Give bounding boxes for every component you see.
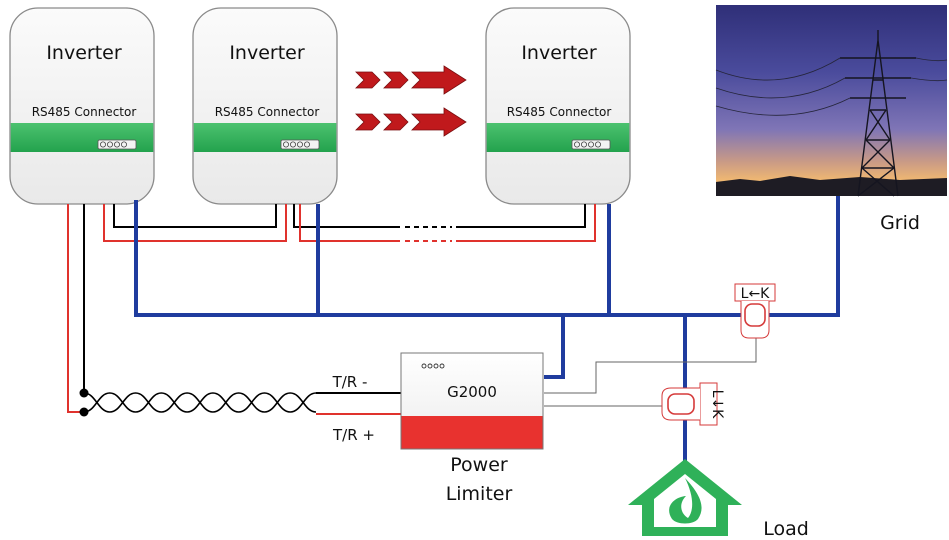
chevron-right-icon [355, 71, 381, 89]
terminal-block [97, 139, 137, 150]
chevron-right-icon [383, 71, 409, 89]
grid-photo [715, 5, 948, 197]
tr-minus-label: T/R - [332, 373, 368, 391]
ct-signal-wires [544, 338, 757, 407]
power-limiter-meter: G2000 [400, 352, 544, 450]
tr-plus-label: T/R + [332, 426, 375, 444]
rs485-wires [67, 204, 596, 413]
meter-model: G2000 [447, 383, 497, 401]
arrow-right-icon [411, 65, 467, 95]
ct-clamp-label: L←K [741, 286, 771, 302]
power-lines [715, 57, 948, 116]
ct-clamp-label: L↓K [709, 390, 725, 420]
ct-clamp-grid: L←K [734, 283, 776, 339]
load-house-icon [628, 459, 742, 536]
connector-label: RS485 Connector [507, 105, 612, 119]
transmission-tower-icon [840, 30, 916, 197]
meter-label-line1: Power [450, 454, 508, 476]
inverter-2: Inverter RS485 Connector [192, 7, 338, 205]
indicator-leds [421, 363, 445, 369]
inverter-title: Inverter [46, 42, 122, 64]
inverter-3: Inverter RS485 Connector [485, 7, 631, 205]
terminal-block [571, 139, 611, 150]
continuation-arrows [355, 65, 467, 137]
connector-label: RS485 Connector [215, 105, 320, 119]
inverter-title: Inverter [521, 42, 597, 64]
ct-clamp-load: L↓K [661, 382, 725, 426]
chevron-right-icon [355, 113, 381, 131]
meter-label-line2: Limiter [446, 483, 513, 505]
inverter-title: Inverter [229, 42, 305, 64]
junction-dot [79, 388, 89, 398]
grid-label: Grid [880, 212, 920, 234]
terminal-block [280, 139, 320, 150]
chevron-right-icon [383, 113, 409, 131]
load-label: Load [763, 518, 809, 540]
arrow-right-icon [411, 107, 467, 137]
junction-dot [79, 407, 89, 417]
inverter-1: Inverter RS485 Connector [9, 7, 155, 205]
connector-label: RS485 Connector [32, 105, 137, 119]
twisted-pair-cable [79, 388, 402, 417]
